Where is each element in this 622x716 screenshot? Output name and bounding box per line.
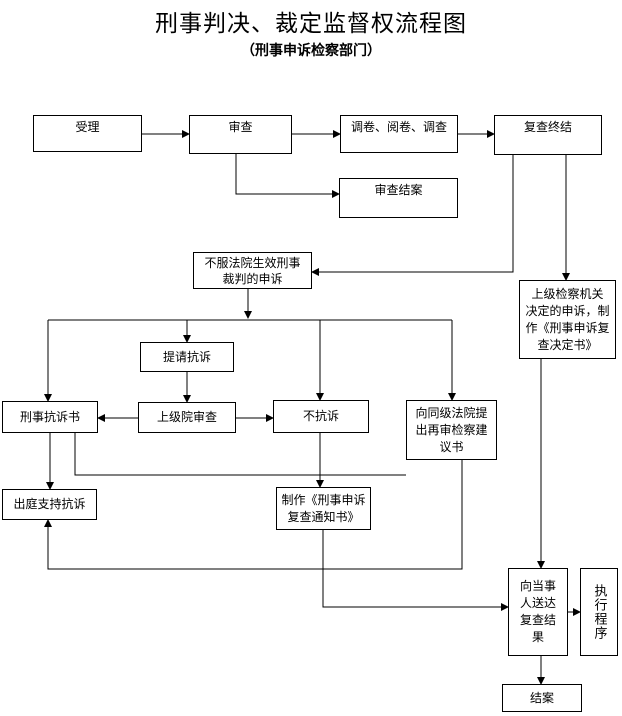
retrial-label-line3: 议书: [439, 439, 464, 454]
superior-court-review-box: 上级院审查: [138, 402, 236, 433]
retrial-label-line2: 出再审检察建: [415, 422, 488, 437]
superior-procuratorate-box: 上级检察机关 决定的申诉，制 作《刑事申诉复 查决定书》: [519, 280, 616, 359]
retrial-suggestion-box: 向同级法院提 出再审检察建 议书: [406, 400, 497, 460]
notice-label-line2: 复查通知书》: [287, 509, 360, 524]
execute-label: 执行程序: [591, 584, 607, 640]
accept-box: 受理: [33, 115, 142, 152]
chart-subtitle: （刑事申诉检察部门）: [241, 43, 381, 59]
investigate-label: 调卷、阅卷、调查: [350, 120, 447, 134]
close-case-box: 结案: [502, 684, 582, 712]
superior-court-review-label: 上级院审查: [156, 410, 217, 424]
court-support-box: 出庭支持抗诉: [2, 489, 97, 520]
appeal-label-line1: 不服法院生效刑事: [204, 255, 301, 270]
retrial-label-line1: 向同级法院提: [415, 405, 488, 420]
investigate-box: 调卷、阅卷、调查: [340, 115, 458, 153]
no-protest-label: 不抗诉: [302, 409, 339, 423]
notice-box: 制作《刑事申诉 复查通知书》: [276, 487, 371, 530]
appeal-box: 不服法院生效刑事 裁判的申诉: [193, 252, 312, 289]
superior-label-line4: 查决定书》: [537, 337, 598, 352]
accept-label: 受理: [75, 120, 100, 134]
request-protest-box: 提请抗诉: [140, 342, 234, 372]
review-box: 审查: [189, 115, 292, 154]
request-protest-label: 提请抗诉: [162, 349, 211, 364]
court-support-label: 出庭支持抗诉: [13, 497, 86, 511]
execute-box: 执行程序: [580, 568, 618, 656]
review-close-box: 审查结案: [339, 178, 458, 218]
no-protest-box: 不抗诉: [273, 400, 369, 433]
protest-doc-label: 刑事抗诉书: [19, 409, 80, 424]
deliver-label-line4: 果: [531, 630, 544, 644]
deliver-label-line1: 向当事: [519, 579, 556, 593]
review-close-label: 审查结案: [374, 183, 423, 197]
deliver-label-line3: 复查结: [519, 613, 556, 627]
superior-label-line2: 决定的申诉，制: [525, 303, 610, 318]
protest-doc-box: 刑事抗诉书: [2, 401, 98, 433]
appeal-label-line2: 裁判的申诉: [222, 271, 283, 286]
chart-title: 刑事判决、裁定监督权流程图: [155, 11, 467, 37]
superior-label-line3: 作《刑事申诉复: [525, 320, 610, 335]
close-case-label: 结案: [529, 690, 554, 705]
deliver-label-line2: 人送达: [519, 596, 556, 610]
review-label: 审查: [228, 120, 253, 134]
deliver-result-box: 向当事 人送达 复查结 果: [508, 568, 568, 656]
notice-label-line1: 制作《刑事申诉: [281, 492, 366, 507]
recheck-end-box: 复查终结: [494, 115, 602, 155]
recheck-end-label: 复查终结: [523, 120, 572, 134]
superior-label-line1: 上级检察机关: [531, 286, 604, 301]
